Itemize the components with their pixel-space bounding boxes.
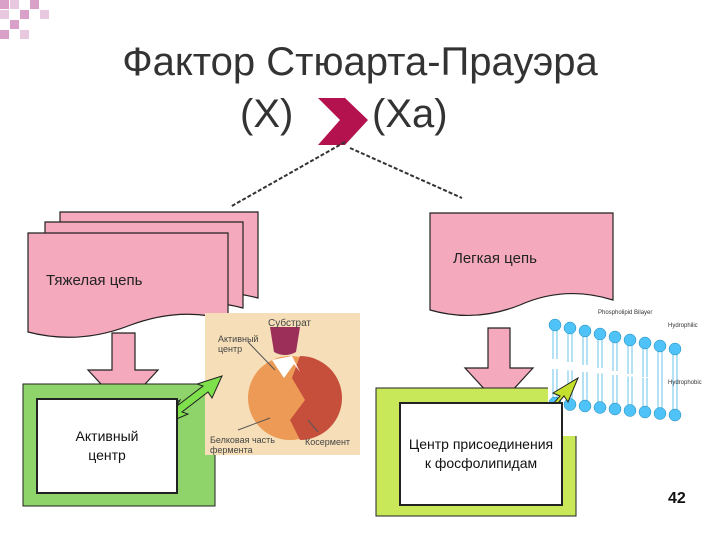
phospholipid-center-label: Центр присоединения к фосфолипидам — [408, 436, 554, 471]
light-chain-doc — [429, 212, 614, 317]
heavy-chain-label: Тяжелая цепь — [46, 272, 143, 289]
enzyme-active-center-label: Активный центр — [218, 334, 259, 354]
light-chain-label: Легкая цепь — [453, 250, 537, 267]
active-center-label: Активный центр — [75, 428, 139, 463]
enzyme-substrate — [270, 327, 300, 355]
heavy-chain-connector — [229, 141, 346, 208]
corner-decoration — [0, 0, 49, 39]
enzyme-coenzyme — [290, 356, 342, 440]
slide-title: Фактор Стюарта-Прауэра — [122, 40, 598, 84]
substrate-label: Субстрат — [268, 318, 312, 329]
activation-chevron-icon — [318, 98, 368, 145]
enzyme-active-site-notch — [272, 356, 300, 378]
light-chain-down-arrow — [463, 327, 535, 406]
factor-x-label: (X) — [240, 92, 294, 136]
hydrophilic-label: Hydrophilic — [668, 323, 698, 329]
protein-pointer — [237, 417, 271, 431]
page-number: 42 — [668, 490, 686, 507]
active-center-pointer — [247, 341, 276, 371]
factor-xa-label: (Xa) — [372, 92, 448, 136]
bilayer-label: Phospholipid Bilayer — [598, 310, 653, 316]
phospholipid-center-box: Центр присоединения к фосфолипидам — [399, 402, 563, 506]
coenzyme-label: Косермент — [305, 437, 351, 447]
active-center-box: Активный центр — [36, 398, 178, 494]
coenzyme-pointer — [307, 419, 319, 433]
protein-part-label: Белковая часть фермента — [210, 435, 275, 455]
light-chain-connector — [349, 147, 463, 199]
hydrophobic-label: Hydrophobic — [668, 380, 702, 386]
